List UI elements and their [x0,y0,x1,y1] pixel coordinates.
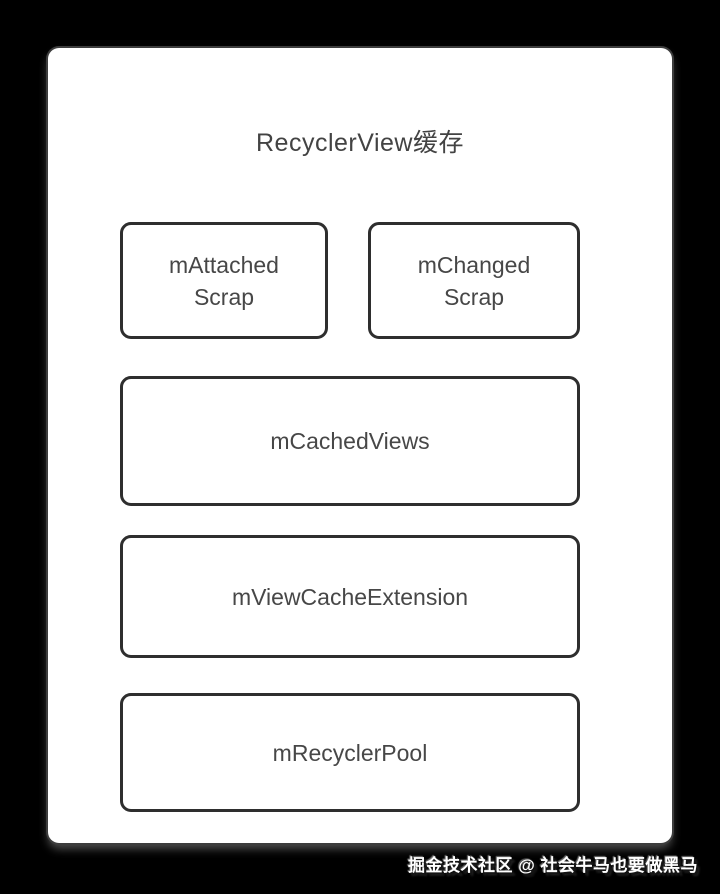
juejin-watermark: 掘金技术社区 @ 社会牛马也要做黑马 [408,856,699,875]
box-label-line: mAttached [169,251,279,278]
box-label-line: mRecyclerPool [272,739,428,766]
box-mcachedviews: mCachedViews [120,376,580,506]
box-label-line: Scrap [443,283,505,310]
box-mviewcacheextension: mViewCacheExtension [120,535,580,658]
box-mrecyclerpool: mRecyclerPool [120,693,580,812]
box-mattached-scrap: mAttached Scrap [120,222,328,339]
box-label-line: mChanged [417,251,531,278]
box-label-line: mCachedViews [270,428,430,454]
diagram-title: RecyclerView缓存 [256,129,464,157]
recyclerview-cache-card: RecyclerView缓存 mAttached Scrap mChanged … [48,48,672,843]
box-label-line: mViewCacheExtension [231,583,469,610]
scrap-boxes-row: mAttached Scrap mChanged Scrap [120,222,580,339]
box-label-line: Scrap [193,283,255,310]
box-mchanged-scrap: mChanged Scrap [368,222,580,339]
